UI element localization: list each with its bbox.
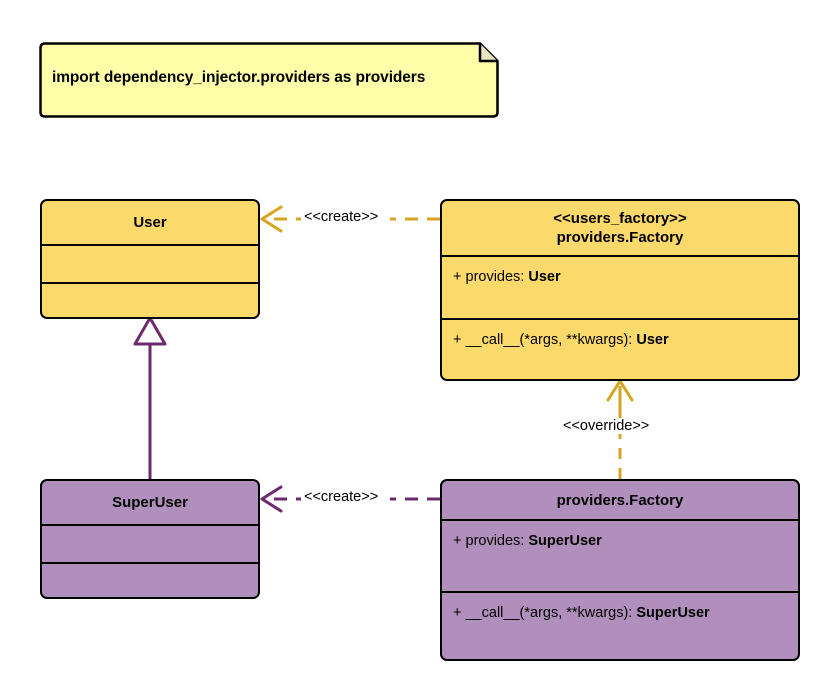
class-attributes-compartment: + provides: User [442, 255, 798, 318]
arrowhead-open-left [260, 485, 283, 513]
operation-visibility: + [453, 605, 462, 621]
attribute-label: provides: [465, 269, 529, 285]
class-operation-row: + __call__(*args, **kwargs): SuperUser [442, 593, 798, 621]
class-box-user[interactable]: User [40, 199, 260, 319]
class-title-compartment: providers.Factory [442, 481, 798, 519]
operation-type: User [636, 332, 669, 348]
class-attributes-compartment [42, 524, 258, 562]
class-operations-compartment: + __call__(*args, **kwargs): User [442, 318, 798, 378]
arrowhead-hollow-triangle [133, 316, 167, 346]
class-title-compartment: <<users_factory>> providers.Factory [442, 201, 798, 255]
class-attributes-compartment [42, 244, 258, 282]
class-name-label: User [133, 214, 167, 231]
attribute-visibility: + [453, 533, 462, 549]
edge-label-create-superuser: <<create>> [301, 489, 382, 505]
attribute-visibility: + [453, 269, 462, 285]
operation-type: SuperUser [636, 605, 710, 621]
attribute-type: User [528, 269, 561, 285]
class-box-providers-factory[interactable]: providers.Factory + provides: SuperUser … [440, 479, 800, 661]
note-fold-icon [478, 43, 498, 63]
operation-label: __call__(*args, **kwargs): [465, 605, 637, 621]
class-box-superuser[interactable]: SuperUser [40, 479, 260, 599]
class-name-label: providers.Factory [556, 491, 684, 509]
edge-label-create-user: <<create>> [301, 209, 382, 225]
class-attributes-compartment: + provides: SuperUser [442, 519, 798, 591]
class-title-compartment: User [42, 201, 258, 244]
class-operation-row: + __call__(*args, **kwargs): User [442, 320, 798, 348]
note-text: import dependency_injector.providers as … [52, 69, 426, 86]
arrowhead-open-up [606, 379, 634, 402]
class-box-users-factory[interactable]: <<users_factory>> providers.Factory + pr… [440, 199, 800, 381]
class-operations-compartment: + __call__(*args, **kwargs): SuperUser [442, 591, 798, 658]
class-name-label: providers.Factory [556, 229, 684, 246]
attribute-type: SuperUser [528, 533, 602, 549]
class-name-label: SuperUser [112, 494, 188, 511]
operation-label: __call__(*args, **kwargs): [465, 332, 637, 348]
attribute-label: provides: [465, 533, 529, 549]
edge-label-override: <<override>> [560, 418, 653, 434]
class-stereotype-label: <<users_factory>> [553, 210, 687, 227]
edge-generalization [133, 316, 167, 479]
class-attribute-row: + provides: User [442, 257, 798, 285]
note-import: import dependency_injector.providers as … [38, 41, 500, 119]
class-operations-compartment [42, 562, 258, 596]
operation-visibility: + [453, 332, 462, 348]
arrowhead-open-left [260, 205, 283, 233]
class-operations-compartment [42, 282, 258, 316]
class-attribute-row: + provides: SuperUser [442, 521, 798, 549]
note-shape [39, 42, 499, 118]
class-title-compartment: SuperUser [42, 481, 258, 524]
